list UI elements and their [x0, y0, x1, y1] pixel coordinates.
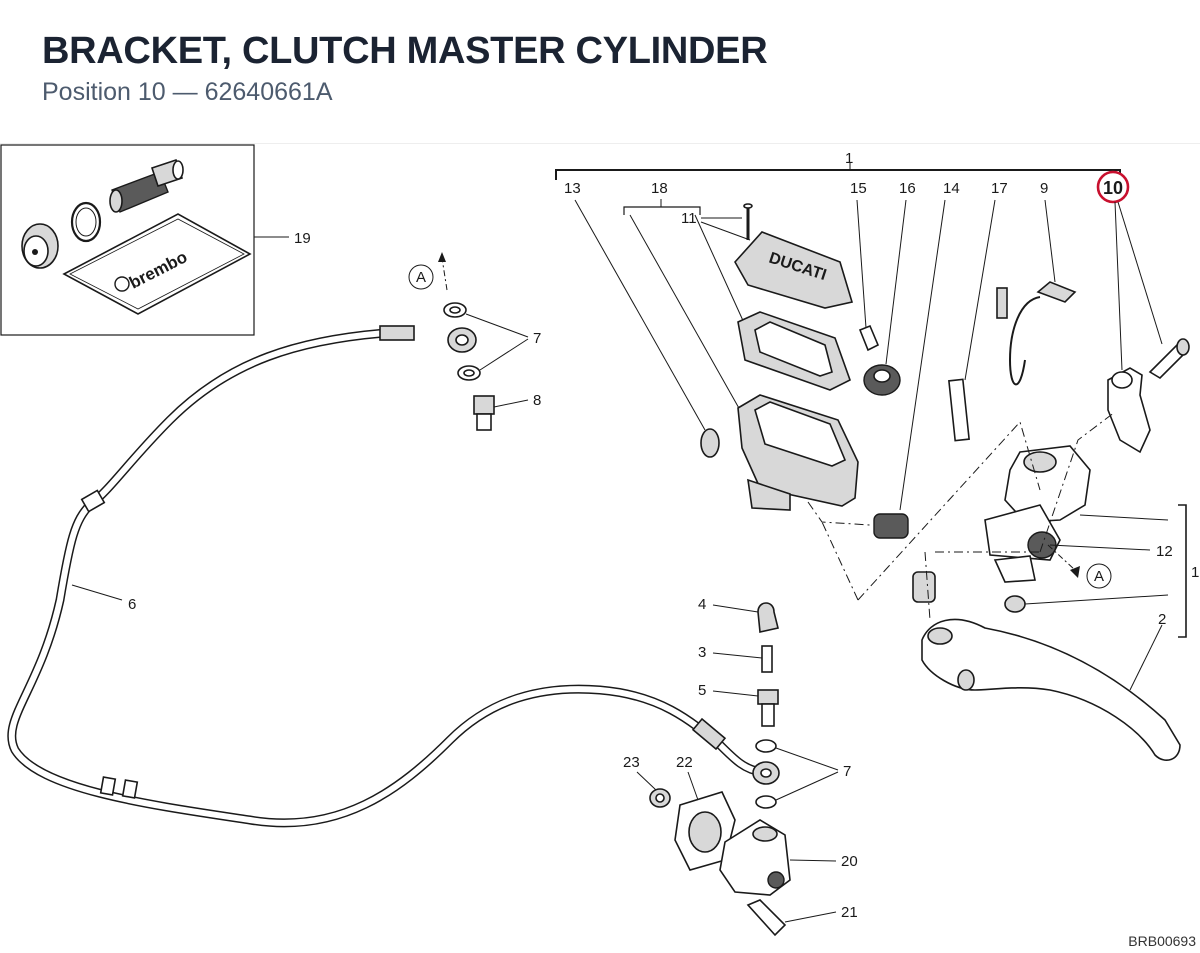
callout-7-upper: 7 — [533, 330, 541, 347]
bracket-part-10 — [1107, 338, 1190, 454]
callout-21: 21 — [841, 904, 858, 921]
bleeder-stack — [752, 602, 780, 809]
boot-part — [873, 513, 909, 539]
callout-14: 14 — [943, 180, 960, 197]
reservoir-cap: DUCATI — [734, 203, 854, 309]
callout-1-top: 1 — [845, 150, 853, 167]
header-divider — [0, 143, 1200, 144]
callout-18: 18 — [651, 180, 668, 197]
circlip-part — [70, 201, 102, 243]
clutch-switch — [996, 281, 1077, 386]
piston-part — [109, 158, 184, 213]
reference-a-right: A — [1094, 568, 1104, 585]
callout-11: 11 — [681, 210, 697, 227]
callout-20: 20 — [841, 853, 858, 870]
callout-13: 13 — [564, 180, 581, 197]
page-subtitle: Position 10 — 62640661A — [42, 78, 333, 106]
reference-marker-a-top — [408, 264, 434, 290]
callout-10: 10 — [1103, 178, 1123, 198]
callout-3: 3 — [698, 644, 706, 661]
reference-marker-a-right — [1086, 563, 1112, 589]
slave-cylinder-parts — [649, 788, 791, 937]
callout-17: 17 — [991, 180, 1008, 197]
drawing-code: BRB00693 — [1128, 933, 1196, 949]
clutch-lever — [921, 618, 1181, 761]
callout-12: 12 — [1156, 543, 1173, 560]
reservoir-body — [700, 394, 859, 511]
master-cylinder-body — [984, 445, 1091, 583]
callout-23: 23 — [623, 754, 640, 771]
pivot-spacer — [912, 571, 936, 603]
seal-grommet — [858, 324, 901, 396]
reference-a-top: A — [416, 269, 426, 286]
callout-22: 22 — [676, 754, 693, 771]
callout-7-lower: 7 — [843, 763, 851, 780]
lever-nut — [1004, 595, 1026, 613]
callout-15: 15 — [850, 180, 867, 197]
callout-4: 4 — [698, 596, 706, 613]
callout-8: 8 — [533, 392, 541, 409]
repair-kit-box: brembo — [0, 144, 289, 336]
page-title: BRACKET, CLUTCH MASTER CYLINDER — [42, 30, 768, 72]
clutch-hose — [7, 325, 767, 828]
callout-6: 6 — [128, 596, 136, 613]
callout-19: 19 — [294, 230, 311, 247]
highlight-ring-10 — [1096, 170, 1130, 204]
callout-9: 9 — [1040, 180, 1048, 197]
assembly-bracket-1 — [555, 163, 1121, 180]
callout-5: 5 — [698, 682, 706, 699]
pin-part — [948, 378, 970, 442]
seal-cup-part — [21, 223, 59, 269]
callout-1-right: 1 — [1191, 564, 1199, 581]
callout-16: 16 — [899, 180, 916, 197]
upper-banjo-fittings — [438, 252, 495, 431]
reservoir-diaphragm — [737, 311, 851, 391]
callout-2: 2 — [1158, 611, 1166, 628]
